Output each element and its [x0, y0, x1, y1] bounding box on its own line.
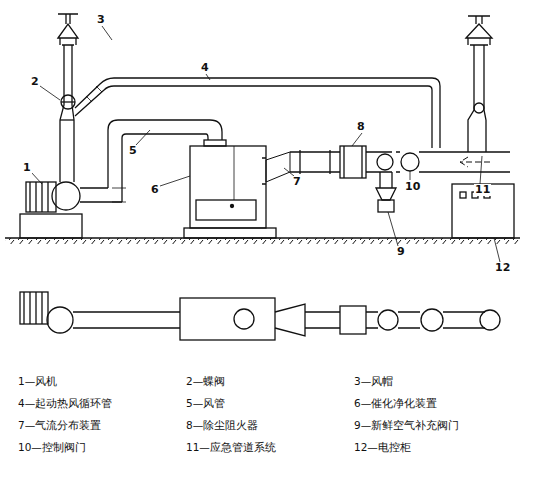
- callout-number: 4: [200, 62, 210, 74]
- callout-number: 12: [494, 262, 511, 274]
- callout-number: 1: [22, 162, 32, 174]
- part-list-entry: 5—风管: [186, 398, 225, 410]
- part-list-entry: 7—气流分布装置: [18, 420, 101, 432]
- callout-number: 11: [474, 184, 491, 196]
- callout-number: 9: [396, 246, 406, 258]
- callout-number: 7: [292, 176, 302, 188]
- part-list-entry: 6—催化净化装置: [354, 398, 437, 410]
- part-list-entry: 3—风帽: [354, 376, 393, 388]
- part-list-entry: 2—蝶阀: [186, 376, 225, 388]
- part-list-entry: 1—风机: [18, 376, 57, 388]
- part-list-entry: 8—除尘阻火器: [186, 420, 258, 432]
- callout-number: 5: [128, 145, 138, 157]
- part-list-entry: 10—控制阀门: [18, 442, 86, 454]
- part-list-entry: 4—起动热风循环管: [18, 398, 112, 410]
- callout-number: 6: [150, 184, 160, 196]
- callout-number: 8: [356, 121, 366, 133]
- part-list-entry: 12—电控柜: [354, 442, 411, 454]
- part-list-entry: 11—应急管道系统: [186, 442, 276, 454]
- part-list-entry: 9—新鲜空气补充阀门: [354, 420, 459, 432]
- callout-number: 10: [404, 181, 421, 193]
- callout-number: 3: [96, 14, 106, 26]
- callout-number: 2: [30, 76, 40, 88]
